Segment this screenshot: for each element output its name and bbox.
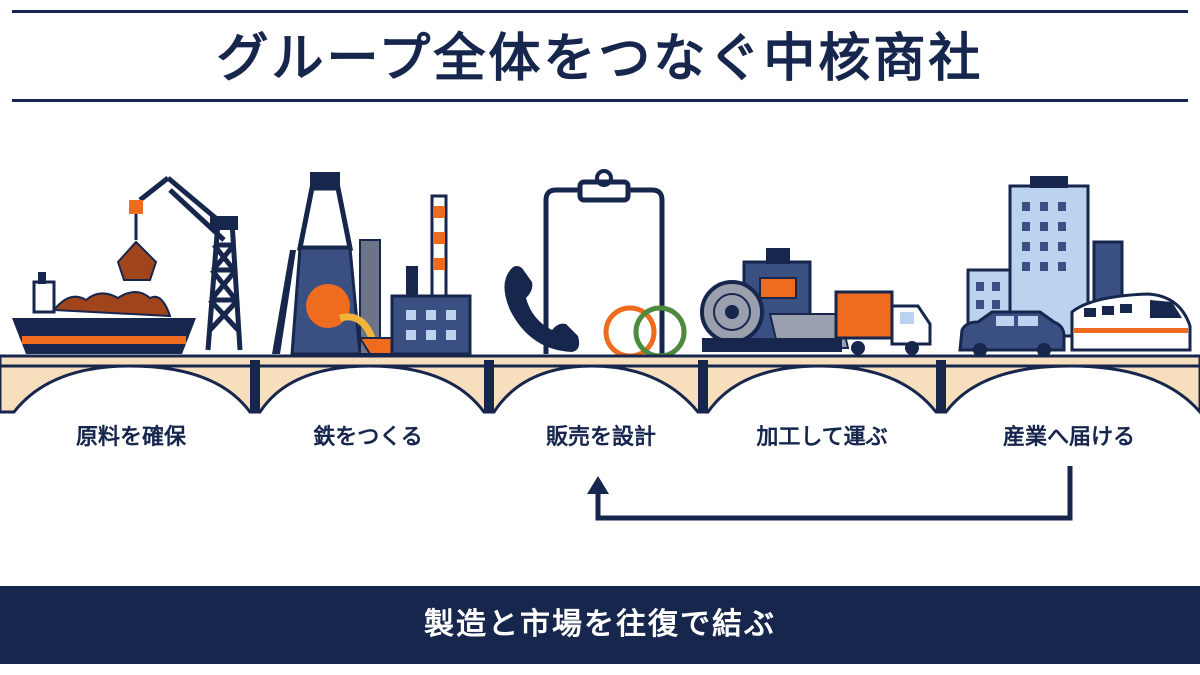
footer-banner: 製造と市場を往復で結ぶ bbox=[0, 586, 1200, 664]
title-top-rule bbox=[12, 10, 1188, 13]
title-bottom-rule bbox=[12, 99, 1188, 102]
cargo-ship-crane-icon bbox=[12, 176, 243, 354]
steel-mill-icon bbox=[272, 172, 472, 356]
page-title: グループ全体をつなぐ中核商社 bbox=[216, 29, 984, 89]
stage-label-design-sales: 販売を設計 bbox=[545, 425, 656, 450]
coil-press-truck-icon bbox=[700, 248, 932, 355]
clipboard-phone-rings-icon bbox=[504, 169, 687, 359]
stage-label-make-steel: 鉄をつくる bbox=[313, 425, 423, 450]
stage-label-process-transport: 加工して運ぶ bbox=[756, 425, 888, 450]
bridge bbox=[0, 354, 1200, 415]
stage-label-source: 原料を確保 bbox=[75, 425, 186, 450]
footer-text: 製造と市場を往復で結ぶ bbox=[424, 607, 776, 642]
return-arrow bbox=[587, 466, 1073, 521]
city-car-train-icon bbox=[958, 176, 1192, 357]
stage-label-deliver-industry: 産業へ届ける bbox=[1002, 425, 1135, 450]
